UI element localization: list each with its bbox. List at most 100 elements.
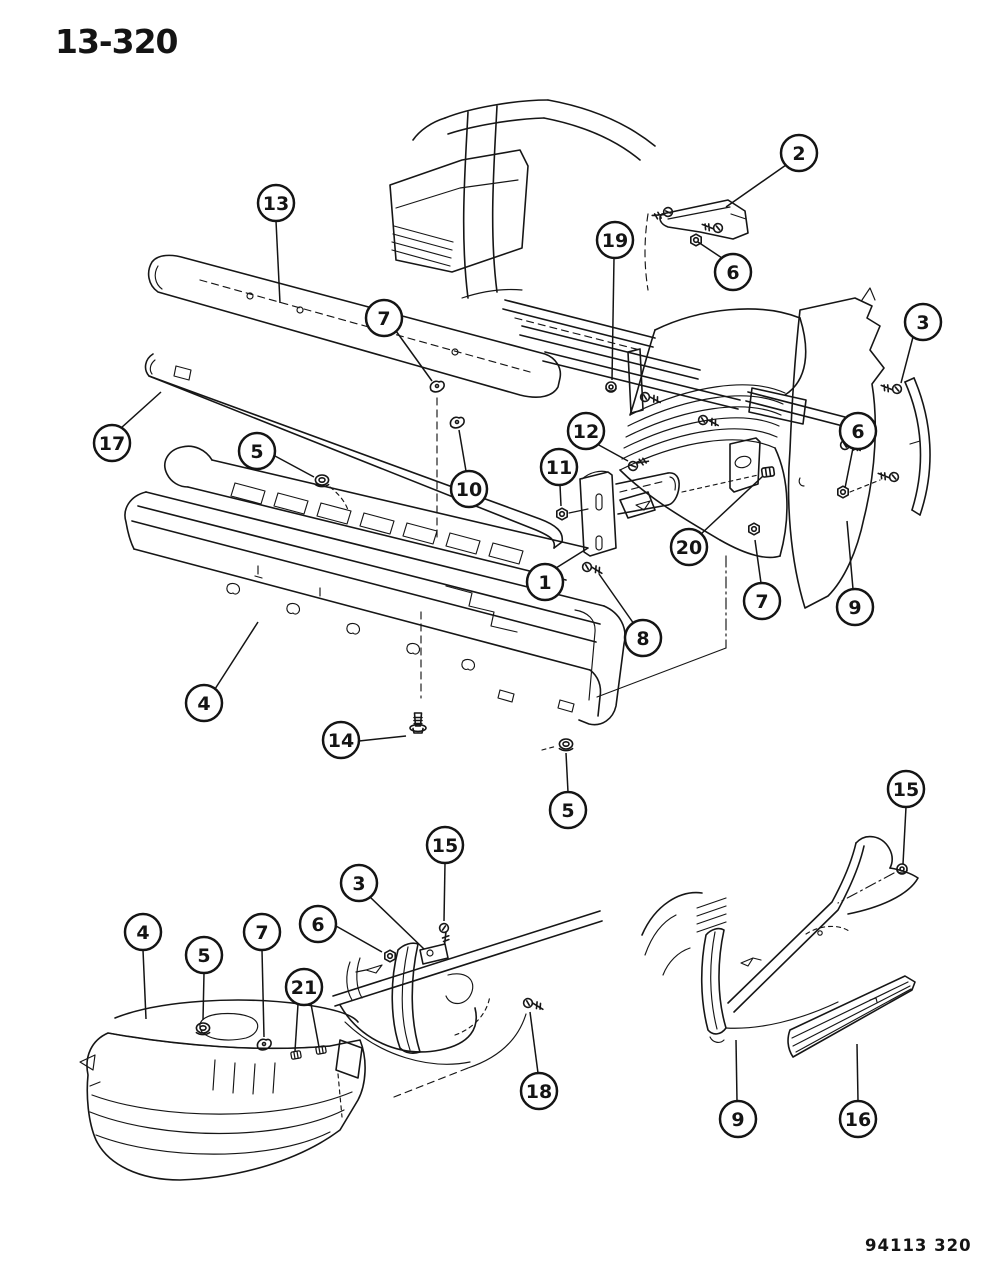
callout-17: 17 (92, 391, 162, 463)
part-15-screw-icon (438, 922, 452, 946)
callout-leader-line (529, 1011, 539, 1074)
callout-leader-line (565, 752, 569, 793)
callout-number: 4 (197, 693, 210, 715)
callout-number: 6 (726, 262, 739, 284)
callout-balloon (623, 618, 663, 658)
quarter-panel-section (641, 835, 919, 1058)
callout-leader-line (294, 1003, 299, 1052)
nut-icon (689, 233, 703, 247)
callout-number: 21 (291, 977, 317, 999)
callout-balloon (184, 935, 224, 975)
callout-number: 8 (636, 628, 649, 650)
callout-number: 2 (792, 143, 805, 165)
callout-9: 9 (835, 520, 875, 627)
part-9-quarter-extension (787, 287, 903, 609)
callout-balloon (298, 904, 338, 944)
clip-icon (461, 658, 476, 671)
callout-number: 17 (99, 433, 125, 455)
callout-balloon (449, 469, 489, 509)
callout-9: 9 (718, 1039, 758, 1139)
part-1-bracket-assembly (555, 437, 776, 698)
callout-number: 5 (250, 441, 263, 463)
callout-number: 7 (377, 308, 390, 330)
part-19-pushnut-icon (605, 381, 617, 393)
callout-number: 12 (573, 421, 599, 443)
callout-14: 14 (321, 720, 407, 760)
callout-leader-line (611, 257, 615, 381)
callout-number: 18 (526, 1081, 552, 1103)
callout-leader-line (274, 455, 315, 478)
callout-balloon (838, 1099, 878, 1139)
callout-balloon (779, 133, 819, 173)
callout-balloon (92, 423, 132, 463)
screw-icon (879, 382, 903, 395)
callout-13: 13 (256, 183, 296, 304)
callout-1: 1 (525, 547, 589, 602)
plate-code: 94113 320 (865, 1236, 972, 1255)
callout-10: 10 (449, 429, 489, 509)
callout-leader-line (900, 336, 914, 384)
part-7-clip-icon (429, 380, 445, 393)
callout-number: 20 (676, 537, 702, 559)
callout-balloon (718, 1099, 758, 1139)
callout-leader-line (358, 735, 407, 742)
callout-leader-line (335, 925, 383, 953)
lower-rail-and-bracket (332, 910, 603, 1098)
callout-leader-line (559, 484, 562, 507)
clip-icon (406, 642, 421, 655)
part-17-rub-strip (144, 353, 564, 549)
callout-leader-line (120, 391, 162, 429)
callout-balloon (595, 220, 635, 260)
callout-number: 16 (845, 1109, 871, 1131)
callout-balloon (669, 527, 709, 567)
part-8-screw-icon (580, 560, 605, 577)
part-10-clip-icon (449, 416, 465, 429)
callout-number: 10 (456, 479, 482, 501)
callout-16: 16 (838, 1043, 878, 1139)
callout-4: 4 (184, 621, 259, 723)
callout-3: 3 (900, 302, 943, 384)
callout-number: 1 (538, 572, 551, 594)
callout-balloon (713, 252, 753, 292)
part-5-grommet-icon (558, 738, 574, 752)
part-5-grommet-icon (195, 1022, 211, 1036)
callout-number: 9 (731, 1109, 744, 1131)
callout-balloon (525, 562, 565, 602)
part-21-clip-icon (315, 1044, 327, 1056)
part-14-bolt-icon (409, 712, 427, 734)
part-21-clip-icon (290, 1049, 302, 1061)
page-title: 13-320 (55, 22, 179, 61)
callout-15: 15 (886, 769, 926, 865)
callout-3: 3 (339, 863, 425, 950)
callout-leader-line (202, 972, 205, 1021)
screw-icon (876, 470, 900, 483)
nut-icon (836, 485, 850, 499)
nut-icon (383, 949, 397, 963)
part-18-screw-icon (521, 996, 546, 1013)
callout-number: 5 (561, 800, 574, 822)
callout-15: 15 (425, 825, 465, 922)
part-4-end-cap-side-view (79, 999, 366, 1181)
callout-leader-line (395, 330, 433, 382)
callout-number: 11 (546, 457, 572, 479)
callout-number: 4 (136, 922, 149, 944)
callout-leader-line (596, 443, 629, 462)
callout-7: 7 (742, 539, 782, 621)
part-7-nut-icon (747, 522, 761, 536)
callout-balloon (321, 720, 361, 760)
callout-balloon (566, 411, 606, 451)
callout-balloon (903, 302, 943, 342)
callout-balloon (425, 825, 465, 865)
callout-8: 8 (598, 573, 663, 658)
callout-balloon (742, 581, 782, 621)
callout-leader-line (261, 949, 265, 1038)
callout-5: 5 (548, 752, 588, 830)
callout-number: 15 (893, 779, 919, 801)
callout-balloon (886, 769, 926, 809)
callout-number: 6 (851, 421, 864, 443)
callout-leader-line (214, 621, 259, 690)
callout-12: 12 (566, 411, 629, 462)
